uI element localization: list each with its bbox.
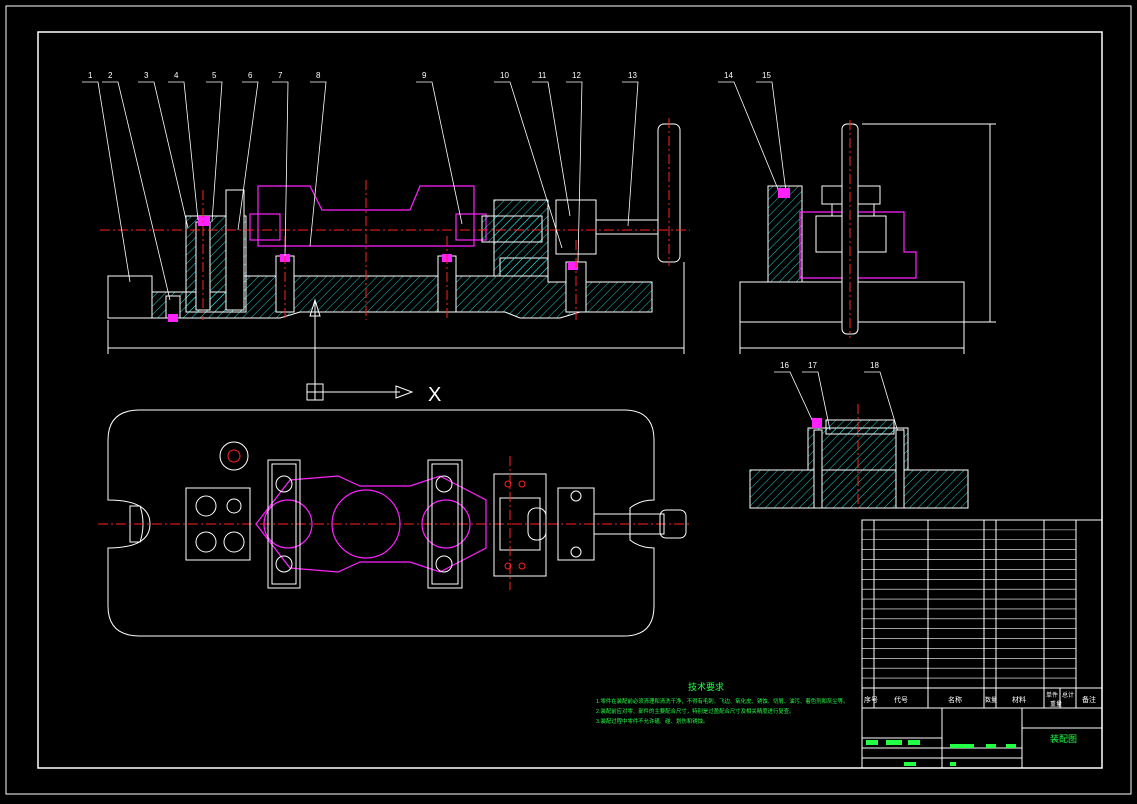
balloon-16: 16	[780, 361, 789, 370]
balloon-10: 10	[500, 71, 509, 80]
balloon-2: 2	[108, 71, 113, 80]
balloon-7: 7	[278, 71, 283, 80]
balloon-6: 6	[248, 71, 253, 80]
inner-frame	[37, 31, 1103, 769]
tech-line-2: 2.装配前应对零、部件的主要配合尺寸，特别是过盈配合尺寸及相关精度进行复查。	[596, 707, 795, 715]
side-view	[739, 120, 996, 354]
bom-header-weight: 重量	[1050, 700, 1062, 708]
workpiece-outline[interactable]	[257, 185, 475, 247]
balloon-1: 1	[88, 71, 93, 80]
balloon-5: 5	[212, 71, 217, 80]
bom-header-total: 总计	[1062, 691, 1074, 699]
outer-border	[5, 5, 1132, 795]
balloon-3: 3	[144, 71, 149, 80]
front-left-block	[107, 275, 153, 319]
bill-of-materials: 序号 代号 名称 数量 材料 单件 总计 重量 备注 装配图	[861, 519, 1103, 769]
balloon-9: 9	[422, 71, 427, 80]
balloon-4: 4	[174, 71, 179, 80]
balloon-17: 17	[808, 361, 817, 370]
balloon-11: 11	[538, 71, 547, 80]
clamp-screw[interactable]	[595, 219, 667, 235]
bom-header-unit: 单件	[1046, 691, 1058, 699]
section-view	[749, 404, 969, 512]
balloon-12: 12	[572, 71, 581, 80]
bom-header-material: 材料	[1012, 695, 1026, 704]
balloon-14: 14	[724, 71, 733, 80]
tech-line-1: 1.零件在装配前必须清理和清洗干净，不得有毛刺、飞边、氧化皮、锈蚀、切屑、油污、…	[596, 697, 848, 705]
coordinate-axis-symbol: X	[306, 298, 441, 406]
technical-requirements: 技术要求 1.零件在装配前必须清理和清洗干净，不得有毛刺、飞边、氧化皮、锈蚀、切…	[596, 681, 848, 725]
balloon-13: 13	[628, 71, 637, 80]
tech-line-3: 3.装配过程中零件不允许磕、碰、划伤和锈蚀。	[596, 717, 708, 725]
top-view	[98, 409, 690, 637]
x-axis-label: X	[428, 384, 441, 406]
balloon-18: 18	[870, 361, 879, 370]
balloon-8: 8	[316, 71, 321, 80]
drawing-name: 装配图	[1050, 733, 1077, 744]
tech-title: 技术要求	[688, 681, 724, 692]
front-view	[100, 118, 690, 354]
bom-header-remark: 备注	[1082, 695, 1096, 704]
bom-header-code: 代号	[894, 695, 908, 704]
balloon-15: 15	[762, 71, 771, 80]
bom-header-qty: 数量	[985, 696, 997, 704]
front-leader-lines	[82, 81, 899, 433]
bom-header-name: 名称	[948, 695, 962, 704]
bom-header-no: 序号	[864, 695, 878, 704]
